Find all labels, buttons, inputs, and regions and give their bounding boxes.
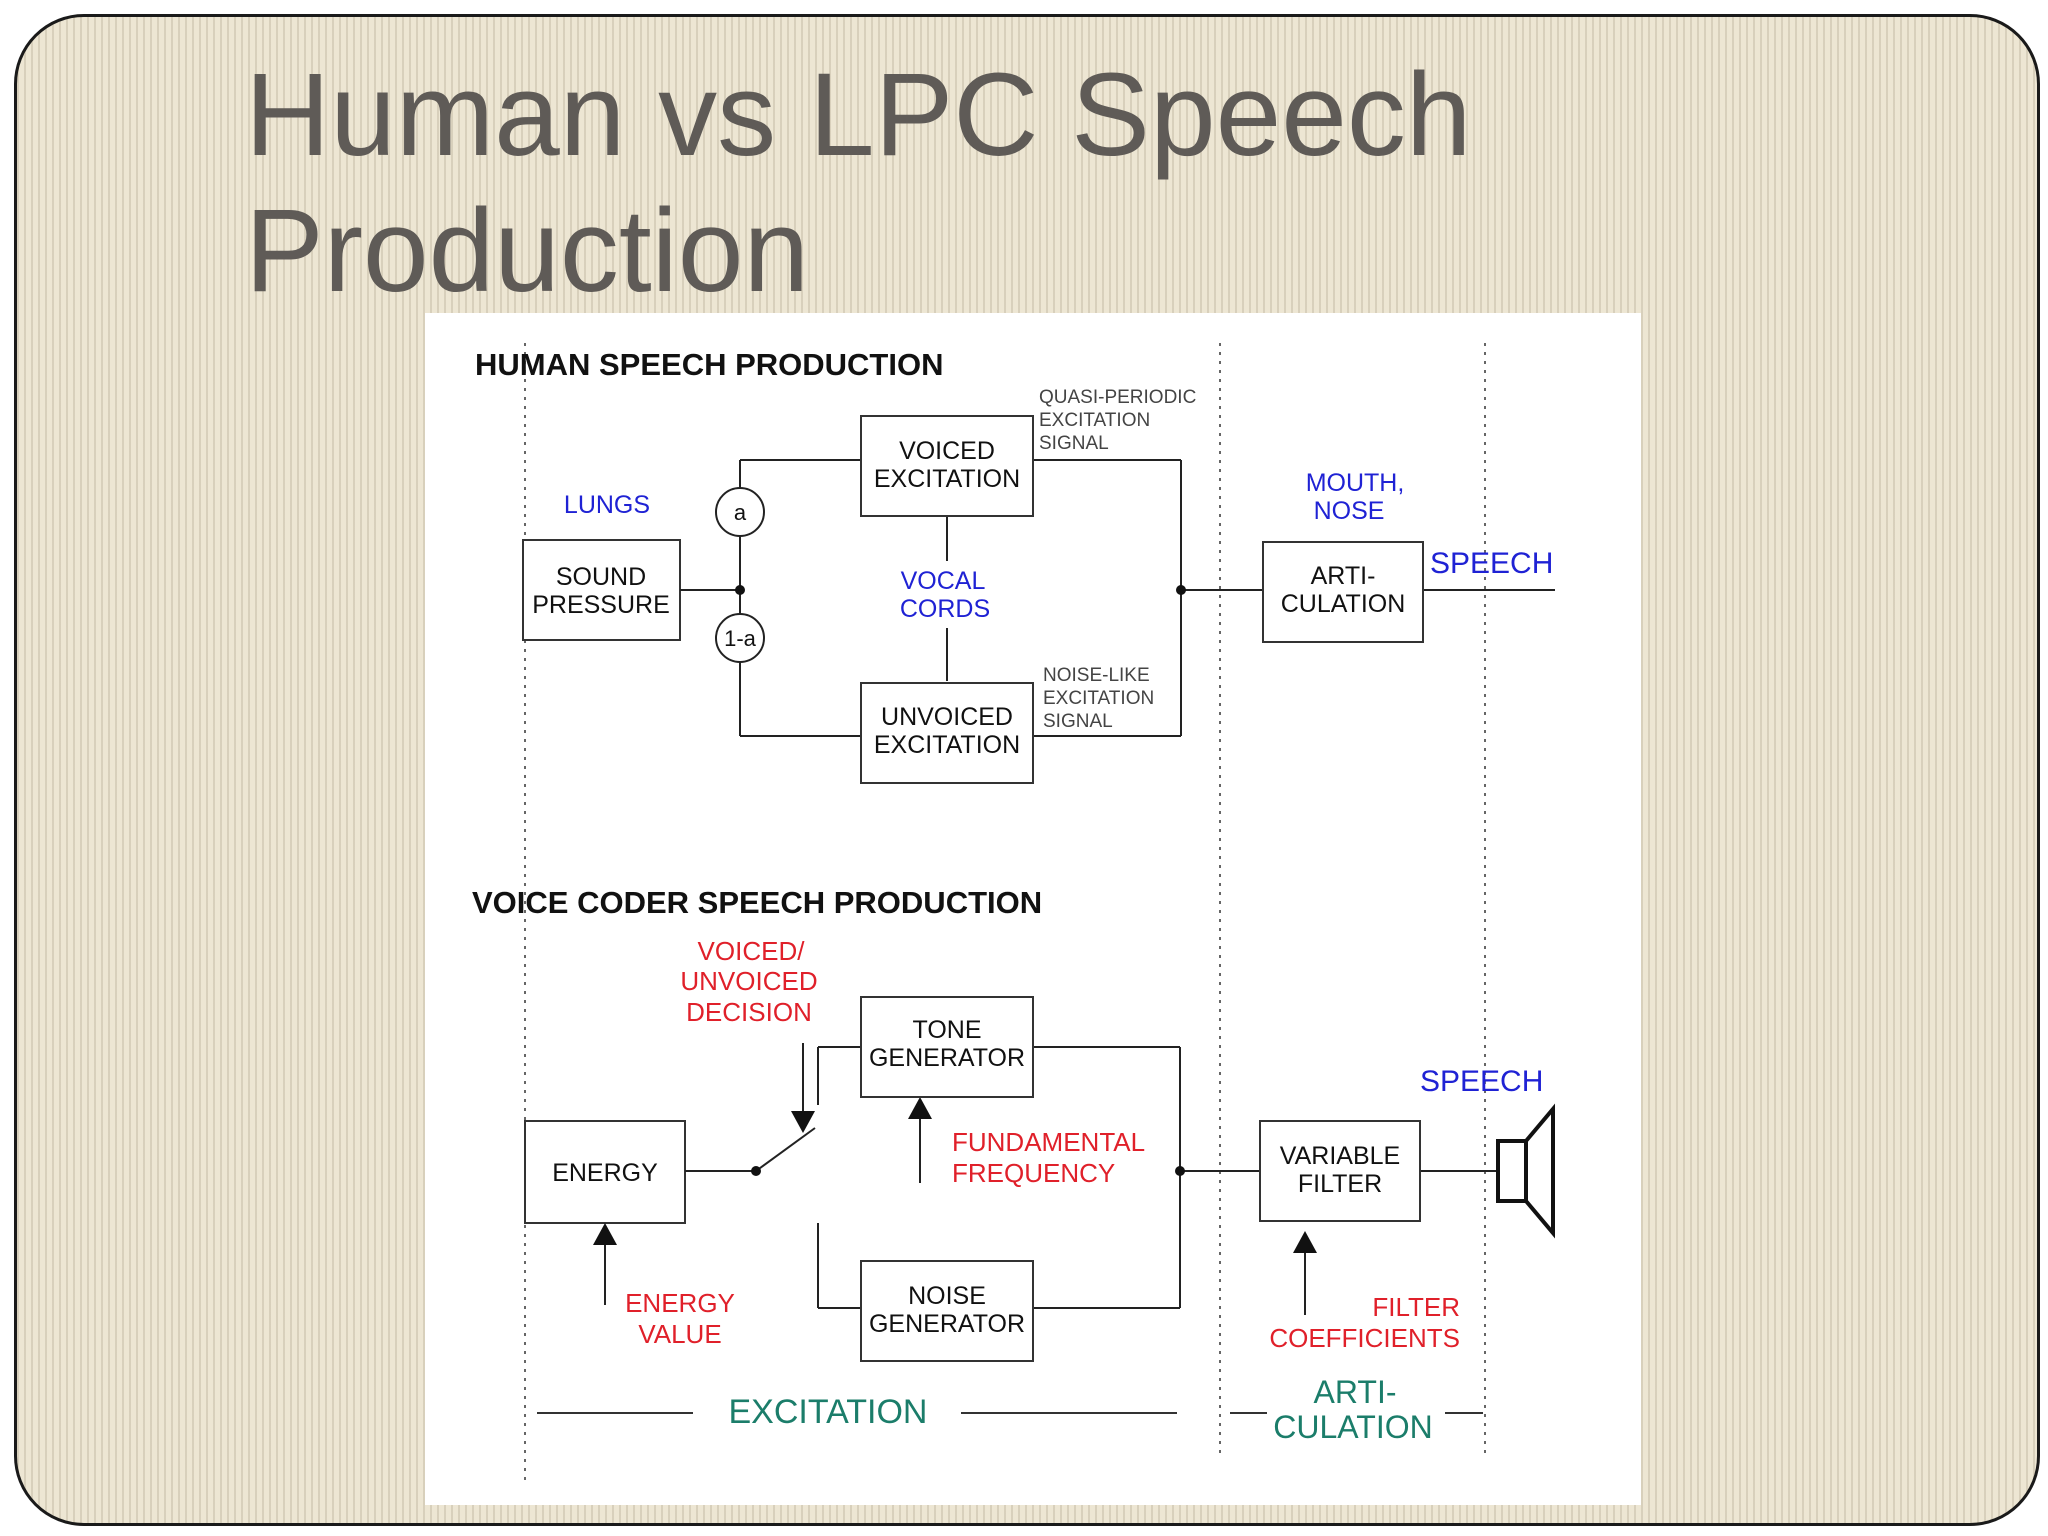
gain-node-a bbox=[715, 487, 765, 537]
decision-arrow-head bbox=[791, 1111, 815, 1133]
voiced-excitation-line-2: EXCITATION bbox=[874, 465, 1020, 493]
slide-title: Human vs LPC Speech Production bbox=[245, 47, 1845, 319]
gain-node-a-label: a bbox=[734, 500, 747, 525]
tone-generator-line-2: GENERATOR bbox=[869, 1044, 1025, 1072]
fundamental-line-1: FUNDAMENTAL bbox=[952, 1127, 1145, 1157]
filter-coeff-arrow-head bbox=[1293, 1231, 1317, 1253]
lungs-label: LUNGS bbox=[564, 491, 650, 519]
energy-box bbox=[524, 1120, 686, 1224]
quasi-periodic-line-2: EXCITATION bbox=[1039, 410, 1150, 431]
voiced-excitation-line-1: VOICED bbox=[899, 437, 995, 465]
coder-section-heading: VOICE CODER SPEECH PRODUCTION bbox=[472, 885, 1042, 920]
coder-wires bbox=[604, 1043, 1497, 1315]
vocal-cords-line-1: VOCAL bbox=[901, 567, 986, 595]
human-speech-label: SPEECH bbox=[1430, 547, 1553, 580]
footer-excitation-label: EXCITATION bbox=[729, 1393, 928, 1431]
noise-like-line-2: EXCITATION bbox=[1043, 688, 1154, 709]
tone-generator-line-1: TONE bbox=[913, 1016, 982, 1044]
mouth-nose-line-2: NOSE bbox=[1314, 497, 1385, 525]
diagram-canvas: HUMAN SPEECH PRODUCTION SOUND PRESSURE L… bbox=[472, 343, 1555, 1483]
variable-filter-line-2: FILTER bbox=[1298, 1170, 1382, 1198]
noise-like-line-3: SIGNAL bbox=[1043, 711, 1113, 732]
energy-box-label: ENERGY bbox=[552, 1159, 658, 1187]
energy-value-line-1: ENERGY bbox=[625, 1288, 735, 1318]
articulation-box bbox=[1262, 541, 1424, 643]
unvoiced-excitation-line-1: UNVOICED bbox=[881, 703, 1013, 731]
decision-line-2: UNVOICED bbox=[680, 966, 817, 996]
coder-speech-label: SPEECH bbox=[1420, 1065, 1543, 1098]
filter-coeff-line-1: FILTER bbox=[1372, 1292, 1460, 1322]
energy-value-line-2: VALUE bbox=[638, 1319, 721, 1349]
noise-generator-box bbox=[860, 1260, 1034, 1362]
slide-title-line-1: Human vs LPC Speech bbox=[245, 49, 1472, 181]
quasi-periodic-line-3: SIGNAL bbox=[1039, 433, 1109, 454]
fundamental-line-2: FREQUENCY bbox=[952, 1158, 1115, 1188]
articulation-box-line-1: ARTI- bbox=[1311, 562, 1376, 590]
voiced-excitation-box bbox=[860, 415, 1034, 517]
noise-like-line-1: NOISE-LIKE bbox=[1043, 665, 1150, 686]
articulation-box-line-2: CULATION bbox=[1281, 590, 1406, 618]
merge-junction-dot bbox=[1176, 585, 1186, 595]
tone-generator-box bbox=[860, 996, 1034, 1098]
quasi-periodic-line-1: QUASI-PERIODIC bbox=[1039, 387, 1196, 408]
mouth-nose-line-1: MOUTH, bbox=[1306, 469, 1405, 497]
gain-node-one-minus-a bbox=[715, 613, 765, 663]
sound-pressure-line-2: PRESSURE bbox=[532, 591, 670, 619]
slide-title-line-2: Production bbox=[245, 185, 810, 317]
decision-line-1: VOICED/ bbox=[698, 936, 806, 966]
gain-node-one-minus-a-label: 1-a bbox=[724, 626, 757, 651]
noise-generator-line-2: GENERATOR bbox=[869, 1310, 1025, 1338]
filter-coeff-line-2: COEFFICIENTS bbox=[1269, 1323, 1460, 1353]
footer-articulation-line-1: ARTI- bbox=[1314, 1374, 1397, 1410]
footer-articulation-line-2: CULATION bbox=[1273, 1409, 1432, 1445]
human-wires bbox=[680, 459, 1555, 737]
section-dividers bbox=[524, 343, 1486, 1483]
unvoiced-excitation-box bbox=[860, 682, 1034, 784]
speaker-icon bbox=[1496, 1103, 1555, 1239]
switch-pivot-dot bbox=[751, 1166, 761, 1176]
unvoiced-excitation-line-2: EXCITATION bbox=[874, 731, 1020, 759]
coder-merge-dot bbox=[1175, 1166, 1185, 1176]
human-section-heading: HUMAN SPEECH PRODUCTION bbox=[475, 347, 943, 382]
variable-filter-box bbox=[1259, 1120, 1421, 1222]
energy-value-arrow-head bbox=[593, 1223, 617, 1245]
decision-line-3: DECISION bbox=[686, 997, 812, 1027]
noise-generator-line-1: NOISE bbox=[908, 1282, 986, 1310]
split-junction-dot bbox=[735, 585, 745, 595]
speech-production-diagram: HUMAN SPEECH PRODUCTION SOUND PRESSURE L… bbox=[425, 313, 1641, 1505]
vocal-cords-line-2: CORDS bbox=[900, 595, 990, 623]
variable-filter-line-1: VARIABLE bbox=[1280, 1142, 1400, 1170]
fundamental-arrow-head bbox=[908, 1097, 932, 1119]
sound-pressure-line-1: SOUND bbox=[556, 563, 646, 591]
